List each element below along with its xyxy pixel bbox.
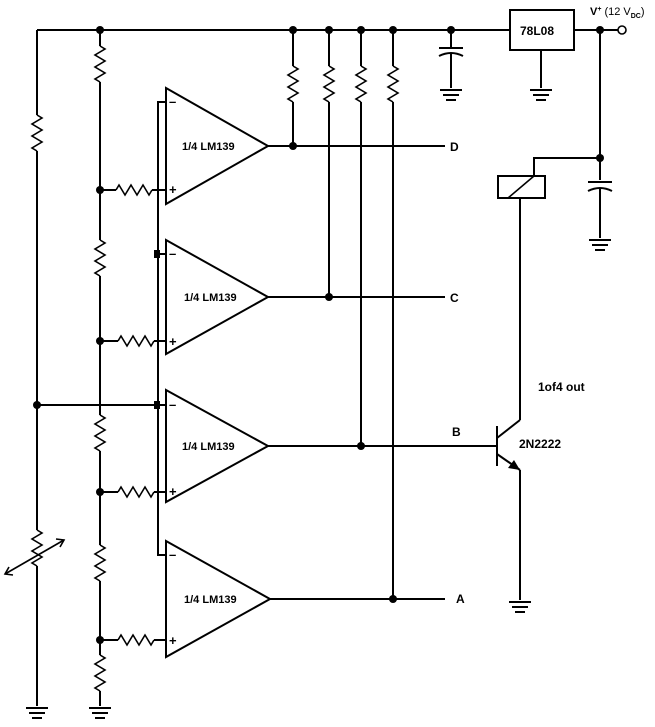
supply-terminal [617,25,627,35]
output-label-d: D [450,140,459,154]
comparator-d: 1/4 LM139 – + [165,86,271,206]
resistor [322,65,336,103]
supply-rail [37,25,627,35]
resistor [93,45,107,83]
resistor [117,485,155,499]
transistor: 2N2222 [496,419,561,613]
supply-capacitor [438,30,464,101]
resistor [354,65,368,103]
inverting-bus [154,101,166,556]
noninverting-sign: + [169,633,177,648]
comparator-label: 1/4 LM139 [184,594,237,606]
regulator: 78L08 [509,9,575,101]
resistor [115,183,153,197]
comparator-label: 1/4 LM139 [184,292,237,304]
inverting-sign: – [169,397,176,412]
resistor [117,633,155,647]
comparator-c: 1/4 LM139 – + [165,238,271,356]
resistor [386,65,400,103]
resistor [93,239,107,277]
resistor [93,414,107,452]
pot-arrow [4,539,65,575]
transistor-label: 2N2222 [519,437,561,451]
ground-icon [440,89,462,101]
resistor [93,654,107,692]
output-label-c: C [450,291,459,305]
inverting-sign: – [169,246,176,261]
reference-divider [93,30,107,706]
resistor [117,334,155,348]
inverting-sign: – [169,94,176,109]
junction-dots [33,26,604,644]
resistor [286,65,300,103]
comparator-label: 1/4 LM139 [182,141,235,153]
comparator-b: 1/4 LM139 – + [165,388,271,504]
comparator-a: 1/4 LM139 – + [165,539,273,659]
relay-coil [497,175,546,199]
input-string [3,30,158,706]
noninverting-sign: + [169,484,177,499]
regulator-label: 78L08 [520,24,554,38]
output-label-a: A [456,592,465,606]
ground-icon [509,601,531,613]
ground-icon [589,239,611,251]
ground-icon [530,89,552,101]
noninverting-sign: + [169,182,177,197]
ground-icon [26,707,48,719]
resistor [30,114,44,152]
comparator-label: 1/4 LM139 [182,441,235,453]
inverting-sign: – [169,547,176,562]
noninverting-sign: + [169,334,177,349]
relay-branch [497,30,613,420]
output-lines: D C B A [268,140,496,606]
supply-label: V+(12 VDC) [590,6,645,20]
pullup-resistors [286,30,400,599]
ground-icon [89,707,111,719]
resistor [93,544,107,582]
potentiometer [30,529,44,567]
output-label-b: B [452,425,461,439]
relay-note: 1of4 out [538,380,585,394]
